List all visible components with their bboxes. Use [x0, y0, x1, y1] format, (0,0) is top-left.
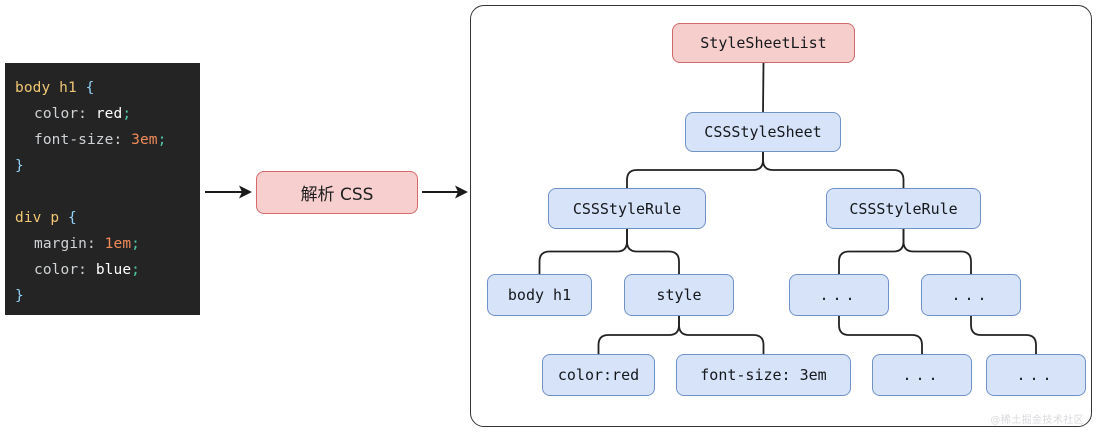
parse-css-step: 解析 CSS [256, 171, 418, 214]
code-token: : [86, 236, 105, 252]
tree-edge-dots-r3-a-to-dots-r4-a [838, 316, 923, 354]
tree-node-label: StyleSheetList [700, 34, 827, 52]
code-token: ; [131, 236, 140, 252]
code-line-9: } [15, 283, 200, 309]
code-token: : [113, 132, 132, 148]
code-line-8: color: blue; [15, 257, 200, 283]
tree-node-cssstylesheet: CSSStyleSheet [685, 112, 841, 152]
code-token: } [15, 288, 24, 304]
tree-edge-cssstylerule-1-to-body-h1 [538, 229, 628, 274]
tree-node-cssstylerule-2: CSSStyleRule [826, 188, 981, 229]
tree-edge-cssstylesheet-to-cssstylerule-1 [626, 152, 764, 188]
code-token: { [85, 80, 95, 96]
tree-edge-stylesheetlist-to-cssstylesheet [762, 62, 765, 113]
code-token: } [15, 158, 24, 174]
tree-edge-cssstylesheet-to-cssstylerule-2 [762, 152, 905, 188]
tree-node-stylesheetlist: StyleSheetList [672, 23, 855, 63]
tree-node-label: ... [1016, 366, 1056, 384]
watermark: @稀土掘金技术社区 [990, 415, 1084, 426]
code-token: ; [131, 262, 140, 278]
tree-node-label: color:red [557, 366, 640, 384]
arrow-code-to-parse [205, 185, 252, 199]
code-token: body h1 [15, 80, 77, 96]
tree-edge-style-to-font-size-3em [678, 316, 765, 354]
code-token: ; [157, 132, 167, 148]
tree-node-label: font-size: 3em [700, 366, 827, 384]
tree-edge-cssstylerule-2-to-dots-r3-b [902, 229, 972, 274]
code-token: 3em [131, 132, 158, 148]
code-token: 1em [104, 236, 132, 252]
code-token: { [68, 210, 77, 226]
code-token: div p [15, 210, 60, 226]
code-token: ; [122, 106, 132, 122]
code-token: : [78, 262, 96, 278]
arrow-parse-to-tree [422, 185, 468, 199]
code-line-4: } [15, 153, 200, 179]
tree-node-label: CSSStyleRule [849, 199, 958, 218]
code-line-6: div p { [15, 205, 200, 231]
tree-node-label: ... [819, 286, 859, 304]
tree-node-label: CSSStyleSheet [704, 123, 822, 141]
tree-node-label: ... [902, 366, 942, 384]
code-line-1: body h1 { [15, 75, 200, 101]
parse-css-label: 解析 CSS [300, 185, 374, 205]
code-token: color [34, 106, 79, 122]
code-token: margin [34, 236, 87, 252]
code-token: color [34, 262, 79, 278]
code-token: : [78, 106, 96, 122]
code-line-7: margin: 1em; [15, 231, 200, 257]
tree-node-font-size-3em: font-size: 3em [676, 354, 851, 396]
tree-node-label: style [656, 286, 702, 304]
tree-node-dots-r4-b: ... [986, 354, 1086, 396]
tree-node-dots-r4-a: ... [872, 354, 972, 396]
css-code-block: body h1 {color: red;font-size: 3em;}div … [5, 63, 200, 315]
tree-node-style: style [624, 274, 734, 316]
code-line-2: color: red; [15, 101, 200, 127]
tree-edge-style-to-color-red [597, 316, 680, 354]
tree-node-color-red: color:red [542, 354, 655, 396]
tree-node-label: ... [951, 286, 991, 304]
tree-edge-cssstylerule-1-to-style [626, 229, 680, 274]
tree-node-label: CSSStyleRule [572, 199, 682, 218]
tree-edge-dots-r3-b-to-dots-r4-b [970, 316, 1037, 354]
tree-edge-cssstylerule-2-to-dots-r3-a [838, 229, 905, 274]
tree-node-cssstylerule-1: CSSStyleRule [548, 188, 706, 229]
code-line-3: font-size: 3em; [15, 127, 200, 153]
tree-node-label: body h1 [507, 286, 572, 304]
tree-node-dots-r3-b: ... [921, 274, 1021, 316]
code-token: red [95, 106, 123, 122]
code-token: blue [95, 262, 132, 278]
code-token: font-size [34, 132, 114, 148]
tree-node-dots-r3-a: ... [789, 274, 889, 316]
tree-node-body-h1: body h1 [487, 274, 592, 316]
